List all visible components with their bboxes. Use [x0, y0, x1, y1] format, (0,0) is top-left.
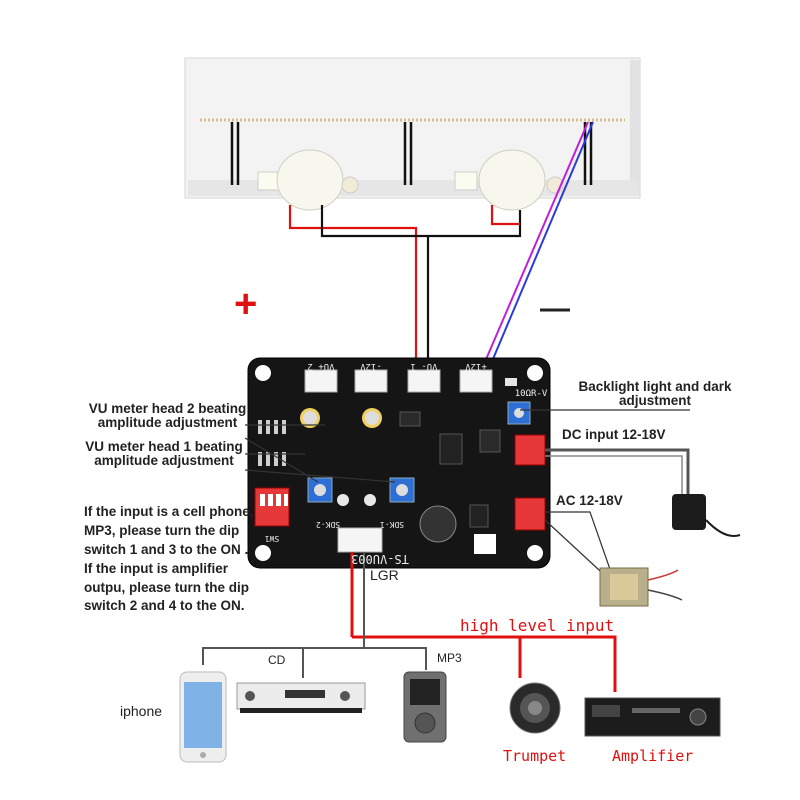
control-board: [247, 357, 551, 569]
amplifier-label: Amplifier: [612, 747, 694, 765]
cd-label: CD: [268, 653, 286, 667]
vu-meter-panel: [184, 57, 641, 211]
iphone-label: iphone: [120, 703, 163, 719]
pot-label-vu2: SDK-2: [316, 520, 340, 529]
amplifier-device: [584, 697, 721, 737]
meter-mechanism-2: [478, 149, 546, 211]
dc-terminal: [514, 434, 546, 466]
ac-transformer: [599, 567, 683, 607]
mp3-label: MP3: [437, 651, 462, 665]
high-level-input-label: high level input: [460, 616, 615, 635]
connector-label-4: +12V: [465, 361, 487, 371]
connector-vu1: [407, 369, 441, 393]
board-model-label: TS-VU003: [351, 552, 409, 566]
lgr-connector: [337, 527, 383, 553]
connector-12v-neg: [354, 369, 388, 393]
dip-switch: [254, 487, 290, 527]
connector-label-1: VU+ 2: [307, 361, 334, 371]
connector-label-2: -12V: [360, 361, 382, 371]
connector-label-3: VU- 1: [410, 361, 437, 371]
dc-input-label: DC input 12-18V: [562, 427, 666, 442]
vu2-label: VU meter head 2 beating amplitude adjust…: [88, 401, 247, 431]
leader-lines: [244, 409, 690, 583]
mp3-player: [403, 671, 447, 743]
ac-terminal: [514, 497, 546, 531]
lgr-label: LGR: [370, 567, 399, 583]
pot-label-vu1: SDK-1: [380, 520, 404, 529]
minus-sign: —: [540, 292, 570, 325]
input-note: If the input is a cell phone, MP3, pleas…: [84, 504, 254, 614]
cd-player: [236, 682, 366, 713]
connector-vu2: [304, 369, 338, 393]
connector-12v-pos: [459, 369, 493, 393]
meter-mechanism-1: [276, 149, 344, 211]
backlight-pot-label: 10ΩR-V: [515, 389, 548, 399]
dip-switch-label: SW1: [265, 534, 280, 543]
plus-sign: +: [234, 282, 258, 326]
trumpet-label: Trumpet: [503, 747, 567, 765]
dc-adapter: [672, 494, 741, 537]
backlight-label: Backlight light and dark adjustment: [578, 379, 732, 409]
vu1-label: VU meter head 1 beating amplitude adjust…: [85, 439, 243, 469]
input-wiring: [202, 552, 617, 692]
iphone-device: [179, 671, 227, 763]
ac-input-label: AC 12-18V: [556, 493, 623, 508]
speaker: [509, 682, 561, 734]
